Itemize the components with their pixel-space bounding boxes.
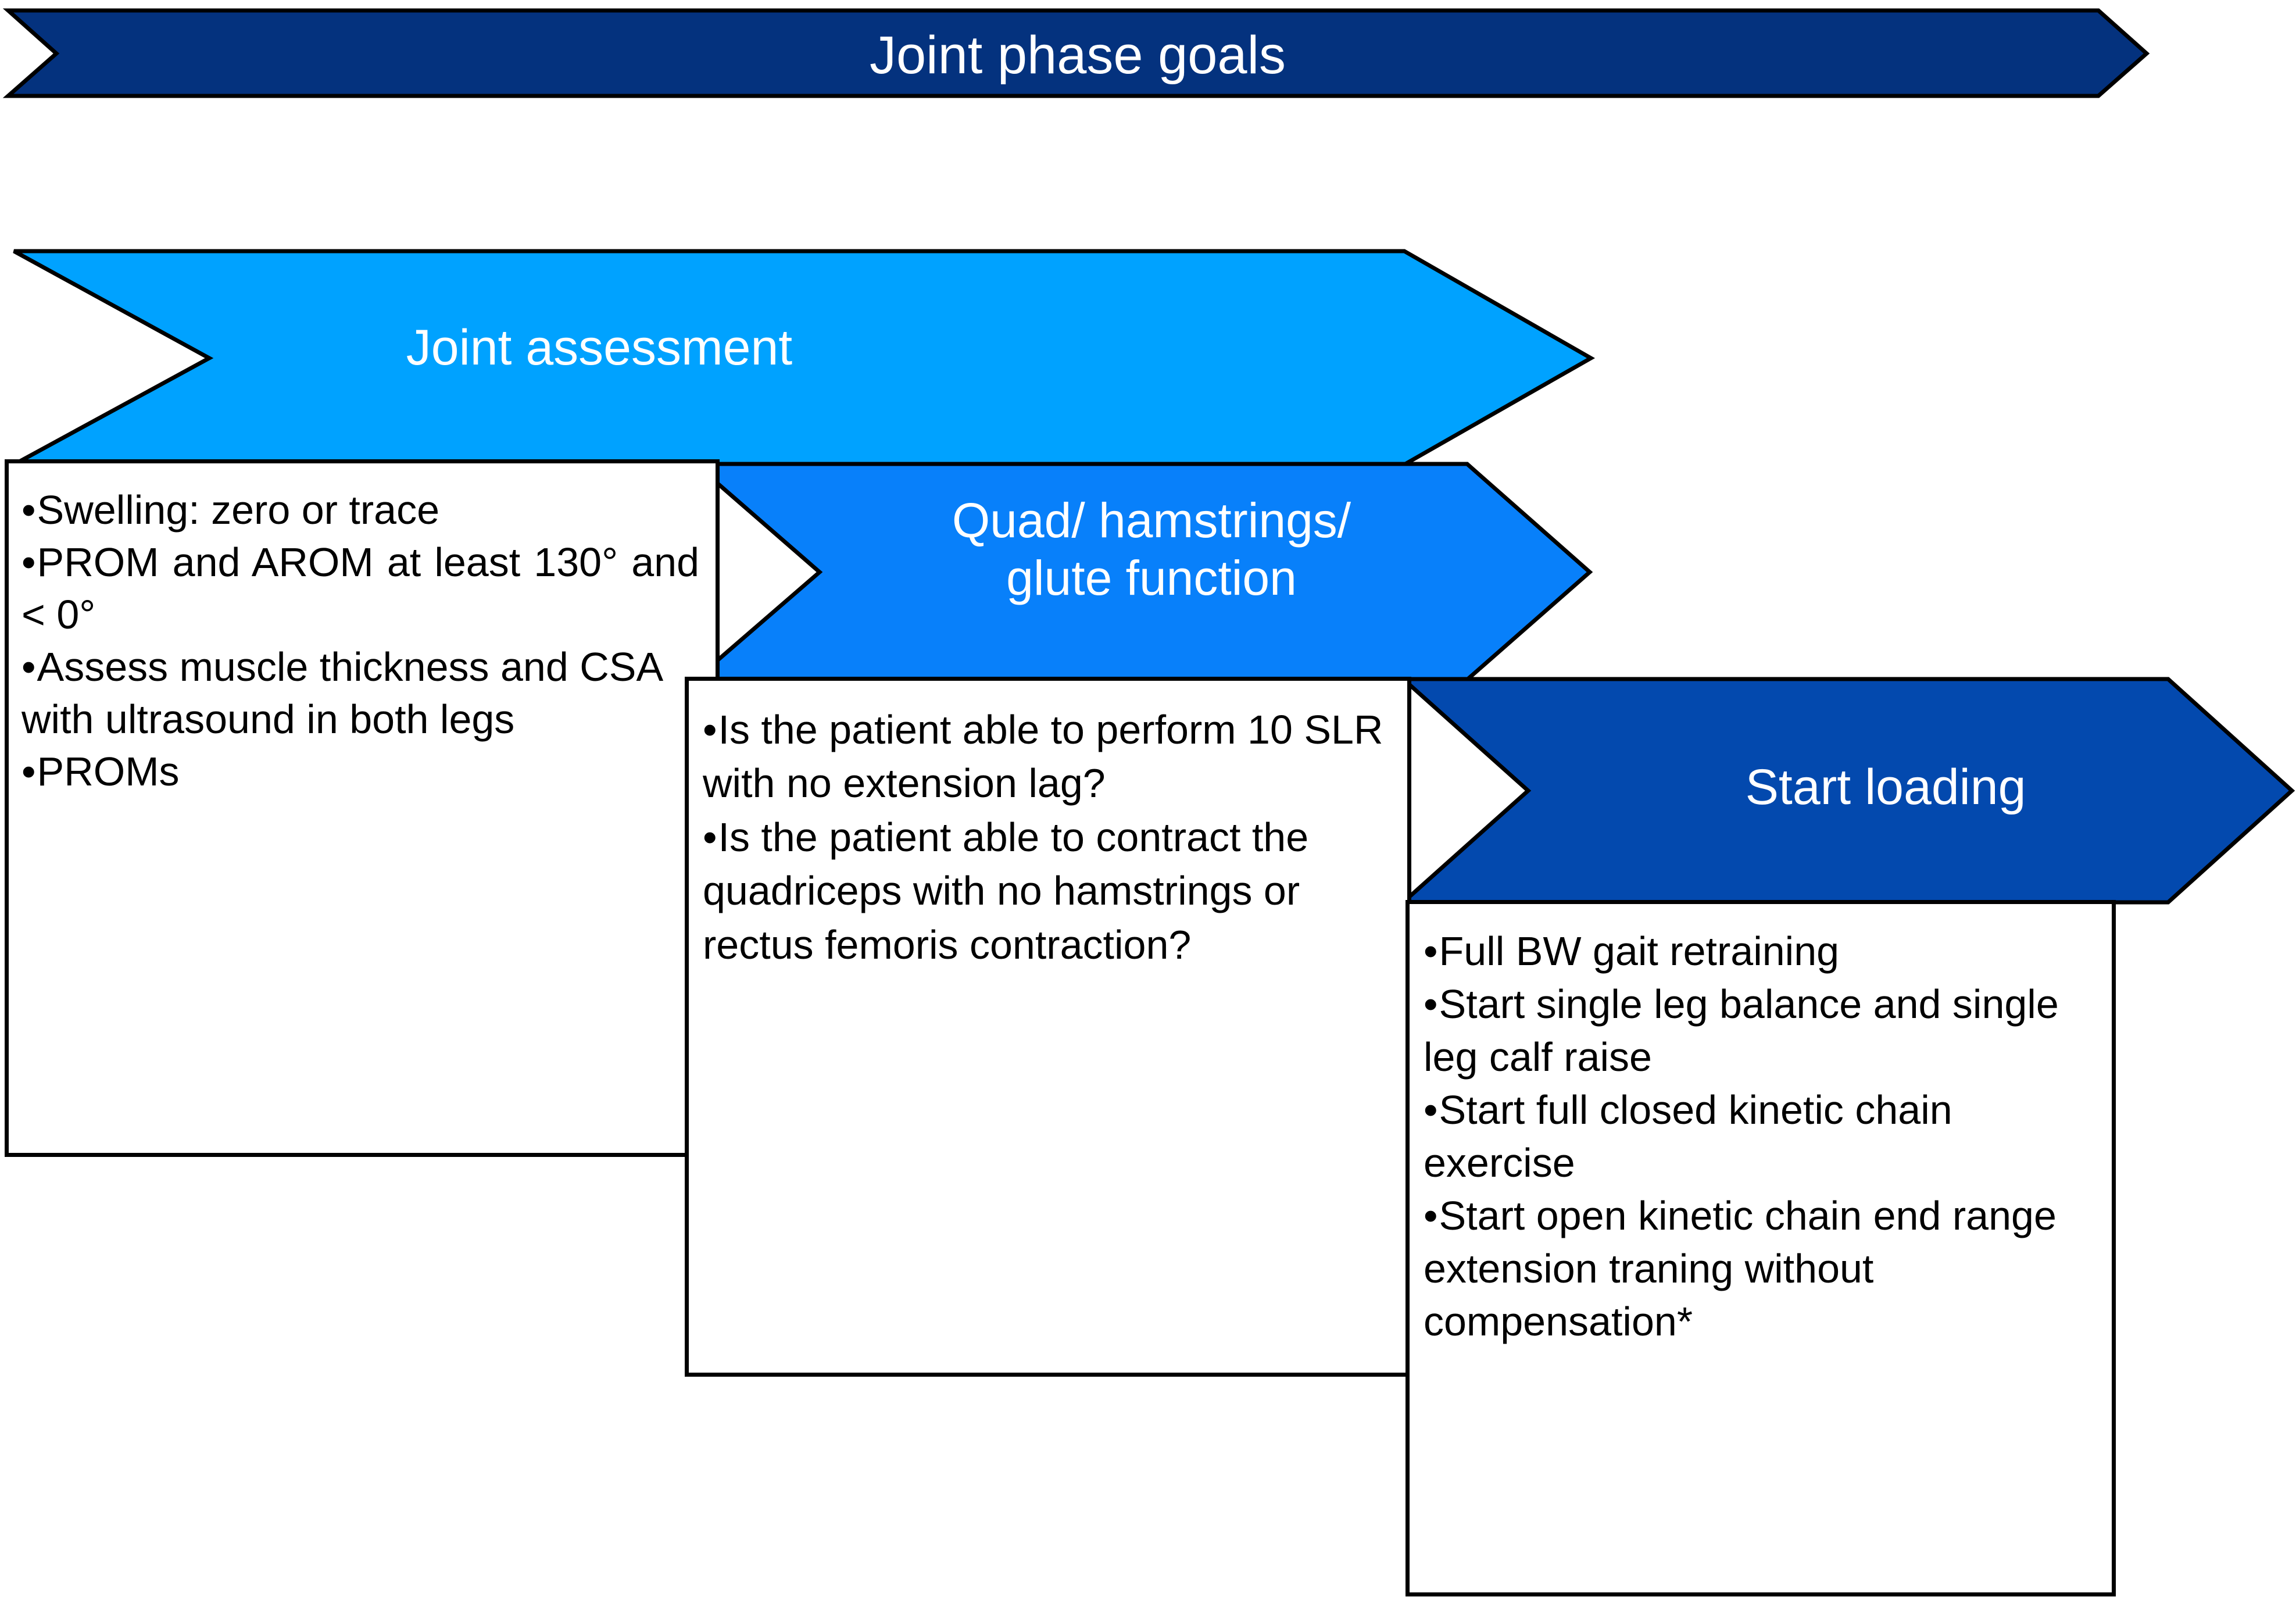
list-item: Full BW gait retraining <box>1424 925 2097 978</box>
chevron-shape <box>8 10 2147 96</box>
detail-list-start-loading: Full BW gait retraining Start single leg… <box>1424 925 2097 1348</box>
list-item: Is the patient able to contract the quad… <box>703 810 1386 971</box>
list-item: Start single leg balance and single leg … <box>1424 978 2097 1084</box>
chevron-shape <box>1403 679 2292 902</box>
detail-box-start-loading: Full BW gait retraining Start single leg… <box>1406 900 2116 1596</box>
list-item: PROMs <box>22 746 699 798</box>
list-item: Is the patient able to perform 10 SLR wi… <box>703 703 1386 810</box>
list-item: PROM and AROM at least 130° and < 0° <box>22 537 699 641</box>
detail-list-joint-assessment: Swelling: zero or trace PROM and AROM at… <box>22 484 699 798</box>
detail-box-quad-function: Is the patient able to perform 10 SLR wi… <box>685 677 1411 1377</box>
list-item: Assess muscle thickness and CSA with ult… <box>22 641 699 746</box>
banner-start-loading[interactable]: Start loading <box>1403 679 2293 903</box>
chevron-shape <box>14 251 1591 465</box>
chevron-shape <box>695 464 1590 680</box>
list-item: Start full closed kinetic chain exercise <box>1424 1084 2097 1190</box>
banner-quad-hamstrings-glute-function[interactable]: Quad/ hamstrings/ glute function <box>695 464 1590 680</box>
detail-list-quad-function: Is the patient able to perform 10 SLR wi… <box>703 703 1386 971</box>
banner-joint-assessment[interactable]: Joint assessment <box>14 251 1592 465</box>
detail-box-joint-assessment: Swelling: zero or trace PROM and AROM at… <box>5 459 720 1157</box>
list-item: Start open kinetic chain end range exten… <box>1424 1190 2097 1348</box>
banner-joint-phase-goals[interactable]: Joint phase goals <box>8 10 2147 97</box>
list-item: Swelling: zero or trace <box>22 484 699 537</box>
